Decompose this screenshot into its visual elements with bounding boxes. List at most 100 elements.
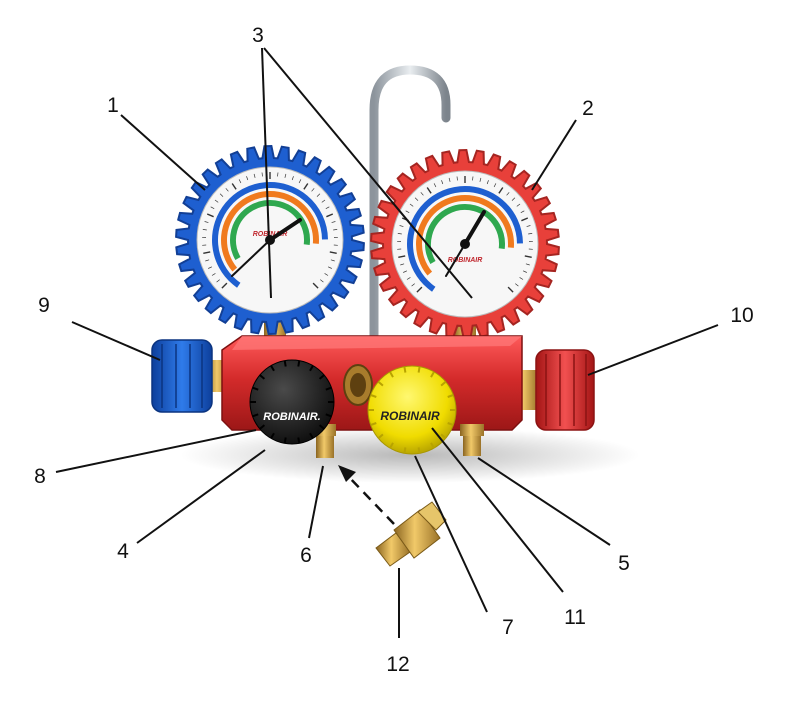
- callout-6: 6: [300, 544, 312, 567]
- callout-5: 5: [618, 552, 630, 575]
- knob-ridge: [370, 422, 377, 426]
- gauge-tick: [526, 225, 531, 227]
- leader-1: [120, 114, 206, 191]
- knob-ridge: [297, 437, 301, 444]
- gauge-tick: [303, 183, 309, 190]
- gauge-tick: [316, 193, 321, 197]
- gauge-tick: [205, 259, 210, 262]
- gauge-tick: [506, 192, 510, 196]
- knob-ridge: [440, 433, 447, 440]
- gauge-tick: [246, 176, 249, 181]
- high-side-gauge: ROBINAIR: [370, 148, 560, 340]
- gauge-tick: [219, 193, 224, 197]
- gauge-tick: [420, 192, 424, 196]
- gauge-tick: [261, 172, 263, 177]
- low-side-hand-valve-knob[interactable]: [151, 339, 230, 413]
- leader-9: [71, 321, 161, 361]
- knob-ridge: [403, 366, 407, 373]
- gauge-tick: [519, 277, 524, 280]
- gauge-tick: [525, 263, 530, 266]
- leader-10: [587, 324, 719, 376]
- high-gauge-ticks: [397, 176, 533, 293]
- knob-ridge: [309, 432, 314, 439]
- knob-ridge: [309, 365, 314, 372]
- gauge-tick: [411, 283, 415, 287]
- knob-ridge: [417, 366, 421, 373]
- low-gauge-needle: [268, 218, 302, 242]
- gauge-tick: [516, 203, 521, 207]
- knob-ridge: [297, 360, 301, 367]
- knob-ridge: [270, 432, 275, 439]
- gauge-tick: [327, 266, 332, 269]
- gauge-tick: [441, 180, 444, 185]
- knob-ridge: [377, 433, 384, 440]
- gauge-tick: [330, 259, 335, 262]
- leader-11: [431, 427, 564, 593]
- gauge-tick: [479, 177, 482, 182]
- gauge-tick: [416, 286, 423, 293]
- gauge-tick: [298, 179, 302, 184]
- knob-ridge: [370, 394, 377, 398]
- gauge-tick: [253, 173, 256, 178]
- gauge-tick: [507, 286, 514, 293]
- gauge-tick: [400, 263, 405, 266]
- low-side-valve-knob[interactable]: ROBINAIR.: [249, 359, 335, 445]
- low-gauge-needle-tail: [231, 239, 271, 277]
- high-gauge-logo: ROBINAIR: [448, 257, 483, 264]
- callout-12: 12: [386, 653, 409, 676]
- callout-11: 11: [564, 606, 586, 629]
- high-gauge-needle: [463, 210, 486, 246]
- knob-ridge: [252, 386, 259, 391]
- knob-ridge: [417, 447, 421, 454]
- knob-ridge: [259, 424, 266, 430]
- black-knob-ridges: [250, 360, 334, 444]
- high-gauge-green-scale: [425, 204, 505, 284]
- low-gauge-green-scale: [230, 199, 310, 280]
- knob-ridge: [325, 413, 332, 418]
- gauge-tick: [284, 173, 287, 178]
- gauge-tick: [456, 176, 458, 181]
- gauge-tick: [225, 188, 229, 192]
- callout-10: 10: [730, 304, 753, 327]
- knob-ridge: [403, 447, 407, 454]
- low-gauge-hub: [265, 235, 275, 245]
- high-gauge-hub: [460, 239, 470, 249]
- knob-ridge: [318, 374, 325, 380]
- gauge-tick: [398, 255, 406, 258]
- high-gauge-blue-scale: [407, 186, 523, 302]
- gauge-tick: [214, 199, 219, 203]
- leader-4: [136, 449, 266, 544]
- gauge-tick: [515, 283, 519, 287]
- callout-3: 3: [252, 24, 264, 47]
- gauge-tick: [231, 183, 237, 190]
- gauge-tick: [486, 180, 489, 185]
- gauge-tick: [329, 251, 337, 254]
- gauge-tick: [320, 279, 324, 283]
- knob-ridge: [283, 437, 287, 444]
- callout-2: 2: [582, 97, 594, 120]
- knob-ridge: [430, 442, 435, 449]
- gauge-tick: [409, 203, 414, 207]
- leader-lines: [55, 47, 719, 638]
- leader-5: [477, 457, 611, 546]
- gauge-tick: [221, 282, 228, 289]
- black-knob-brand: ROBINAIR.: [263, 411, 320, 423]
- gauge-tick: [324, 273, 329, 276]
- leader-8: [55, 429, 257, 473]
- callout-8: 8: [34, 465, 46, 488]
- knob-ridge: [389, 371, 394, 378]
- gauge-tick: [426, 187, 432, 194]
- knob-ridge: [377, 380, 384, 387]
- gauge-tick: [277, 172, 279, 177]
- gauge-tick: [202, 229, 207, 231]
- gauge-tick: [493, 183, 497, 188]
- gauge-tick: [522, 270, 527, 273]
- gauge-tick: [331, 221, 336, 223]
- knob-ridge: [440, 380, 447, 387]
- low-gauge-blue-scale: [212, 182, 328, 298]
- gauge-tick: [204, 221, 209, 223]
- gauge-tick: [208, 266, 213, 269]
- gauge-tick: [291, 176, 294, 181]
- knob-ridge: [283, 360, 287, 367]
